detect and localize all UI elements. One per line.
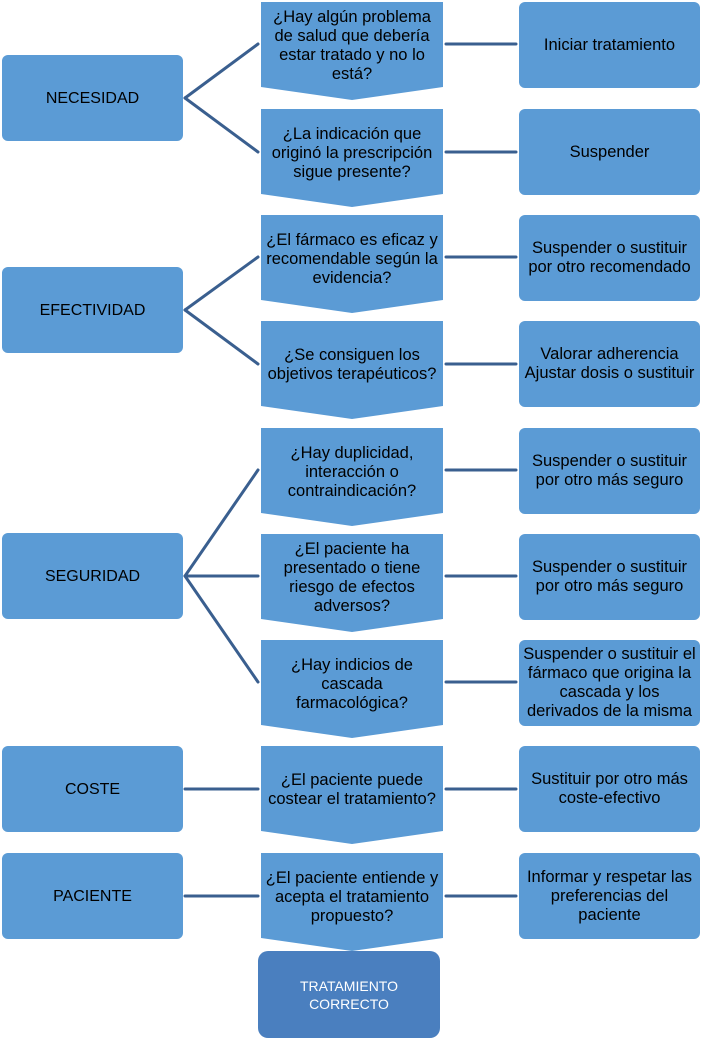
question-shape-1 [261,2,443,100]
question-5: ¿Hay duplicidad, interacción o contraind… [261,428,443,516]
action-9: Informar y respetar las preferencias del… [519,853,700,939]
category-necesidad-label: NECESIDAD [45,89,140,107]
category-efectividad-label: EFECTIVIDAD [39,301,146,319]
question-shape-7 [261,640,443,738]
action-8: Sustituir por otro más coste-efectivo [519,746,700,832]
question-8: ¿El paciente puede costear el tratamient… [261,746,443,834]
action-1: Iniciar tratamiento [519,2,700,88]
category-paciente-label: PACIENTE [53,887,132,905]
question-1: ¿Hay algún problema de salud que debería… [261,2,443,90]
action-1-text: Iniciar tratamiento [543,35,676,54]
question-shape-9 [261,853,443,951]
question-shape-5 [261,428,443,526]
question-6: ¿El paciente ha presentado o tiene riesg… [261,534,443,622]
final-outcome-box: TRATAMIENTO CORRECTO [258,951,440,1038]
category-seguridad: SEGURIDAD [2,533,183,619]
action-9-text: Informar y respetar las preferencias del… [526,867,693,924]
connector-efectividad-q3 [183,255,260,312]
connector-seguridad-q5 [183,468,260,578]
question-shape-6 [261,534,443,632]
category-efectividad: EFECTIVIDAD [2,267,183,353]
connector-necesidad-q2 [183,96,260,154]
question-5-text: ¿Hay duplicidad, interacción o contraind… [287,443,417,500]
question-6-text: ¿El paciente ha presentado o tiene riesg… [283,540,421,615]
question-1-text: ¿Hay algún problema de salud que debería… [273,8,431,83]
question-8-text: ¿El paciente puede costear el tratamient… [268,771,436,808]
question-9: ¿El paciente entiende y acepta el tratam… [261,853,443,941]
question-3-text: ¿El fármaco es eficaz y recomendable seg… [266,230,438,287]
action-5: Suspender o sustituir por otro más segur… [519,428,700,514]
action-7-text: Suspender o sustituir el fármaco que ori… [523,645,696,720]
connector-seguridad-q7 [183,574,260,684]
final-outcome-label: TRATAMIENTO CORRECTO [300,977,398,1012]
action-3-text: Suspender o sustituir por otro recomenda… [528,239,691,276]
action-4: Valorar adherencia Ajustar dosis o susti… [519,321,700,407]
connector-necesidad-q1 [183,42,260,100]
action-6: Suspender o sustituir por otro más segur… [519,534,700,620]
action-4-line2: Ajustar dosis o sustituir [524,364,695,382]
question-4: ¿Se consiguen los objetivos terapéuticos… [261,321,443,409]
question-shape-4 [261,321,443,419]
question-2: ¿La indicación que originó la prescripci… [261,109,443,197]
question-shape-8 [261,746,443,844]
action-6-text: Suspender o sustituir por otro más segur… [531,558,687,595]
action-4-line1: Valorar adherencia [540,345,679,363]
action-8-text: Sustituir por otro más coste-efectivo [531,770,688,807]
category-coste: COSTE [2,746,183,832]
category-necesidad: NECESIDAD [2,55,183,141]
question-7-text: ¿Hay indicios de cascada farmacológica? [291,655,413,712]
question-3: ¿El fármaco es eficaz y recomendable seg… [261,215,443,303]
question-9-text: ¿El paciente entiende y acepta el tratam… [265,868,439,925]
connector-efectividad-q4 [183,308,260,366]
action-3: Suspender o sustituir por otro recomenda… [519,215,700,301]
action-5-text: Suspender o sustituir por otro más segur… [531,452,687,489]
category-seguridad-label: SEGURIDAD [44,567,141,585]
question-shape-3 [261,215,443,313]
category-paciente: PACIENTE [2,853,183,939]
question-7: ¿Hay indicios de cascada farmacológica? [261,640,443,728]
action-2-text: Suspender [569,142,650,161]
action-7: Suspender o sustituir el fármaco que ori… [519,640,700,726]
question-4-text: ¿Se consiguen los objetivos terapéuticos… [267,346,437,383]
question-shape-2 [261,109,443,207]
category-coste-label: COSTE [64,780,121,798]
question-2-text: ¿La indicación que originó la prescripci… [271,124,433,181]
action-2: Suspender [519,109,700,195]
